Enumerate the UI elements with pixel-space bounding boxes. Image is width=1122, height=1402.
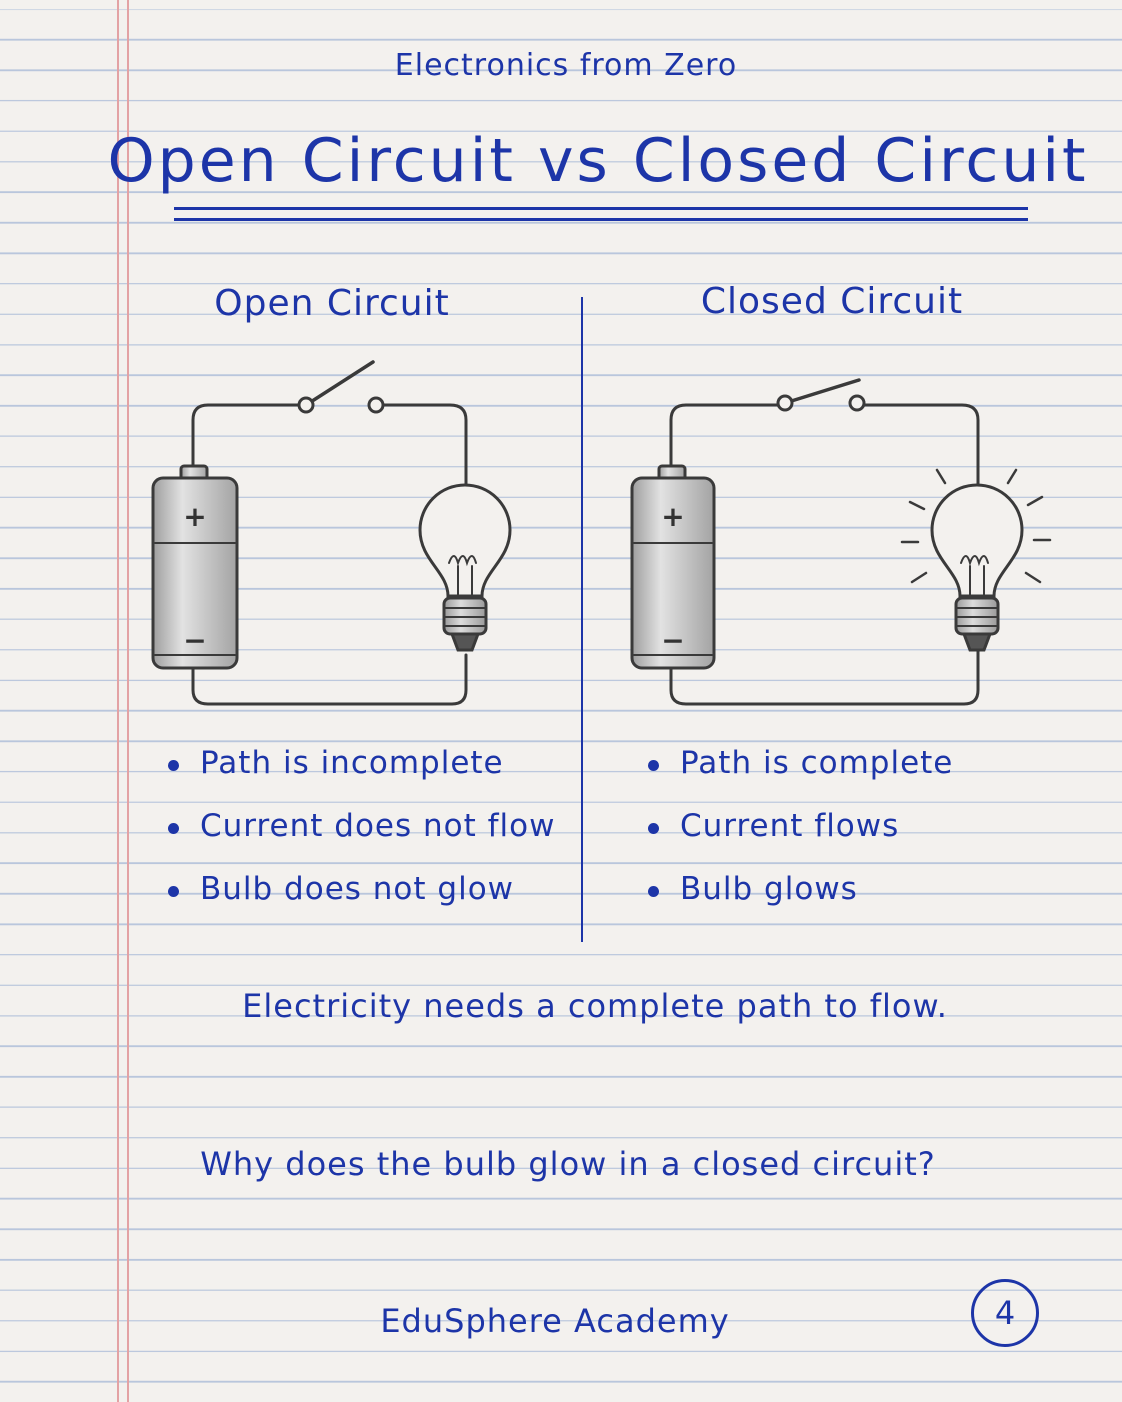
bullet-dot — [648, 823, 659, 834]
battery-icon — [630, 464, 716, 670]
open-circuit-bullets: Path is incomplete Current does not flow… — [168, 745, 555, 934]
battery-plus-sign: + — [183, 500, 206, 533]
battery-minus-sign: − — [661, 624, 684, 657]
list-item: Current flows — [648, 808, 953, 871]
bullet-dot — [168, 760, 179, 771]
battery-minus-sign: − — [183, 624, 206, 657]
glow-rays-icon — [900, 468, 1052, 584]
course-name: Electronics from Zero — [394, 48, 738, 83]
battery-icon — [151, 464, 239, 670]
title-underline — [174, 207, 1028, 210]
switch-icon — [776, 378, 866, 412]
margin-line — [117, 0, 119, 1402]
list-item: Current does not flow — [168, 808, 555, 871]
footer-brand: EduSphere Academy — [380, 1302, 730, 1340]
bullet-dot — [648, 886, 659, 897]
bullet-dot — [168, 886, 179, 897]
column-divider — [581, 297, 583, 942]
wire — [669, 403, 787, 470]
wire — [855, 403, 980, 490]
open-circuit-diagram — [151, 360, 512, 706]
closed-circuit-heading: Closed Circuit — [700, 281, 964, 322]
wire — [374, 403, 468, 532]
battery-plus-sign: + — [661, 500, 684, 533]
list-item: Bulb glows — [648, 871, 953, 934]
wire — [191, 653, 468, 706]
title-underline — [174, 218, 1028, 221]
closed-circuit-diagram — [630, 378, 1052, 706]
margin-line — [127, 0, 129, 1402]
closed-circuit-bullets: Path is complete Current flows Bulb glow… — [648, 745, 953, 934]
switch-icon — [297, 360, 385, 414]
bullet-dot — [168, 823, 179, 834]
list-item: Bulb does not glow — [168, 871, 555, 934]
light-bulb-icon — [418, 483, 512, 652]
list-item: Path is incomplete — [168, 745, 555, 808]
open-circuit-heading: Open Circuit — [214, 283, 450, 324]
list-item: Path is complete — [648, 745, 953, 808]
wire — [669, 648, 980, 706]
key-takeaway: Electricity needs a complete path to flo… — [242, 987, 948, 1025]
page-number: 4 — [971, 1279, 1039, 1347]
bullet-dot — [648, 760, 659, 771]
review-question: Why does the bulb glow in a closed circu… — [200, 1145, 936, 1183]
page-title: Open Circuit vs Closed Circuit — [107, 126, 1089, 196]
wire — [191, 403, 308, 470]
light-bulb-icon — [930, 483, 1024, 652]
